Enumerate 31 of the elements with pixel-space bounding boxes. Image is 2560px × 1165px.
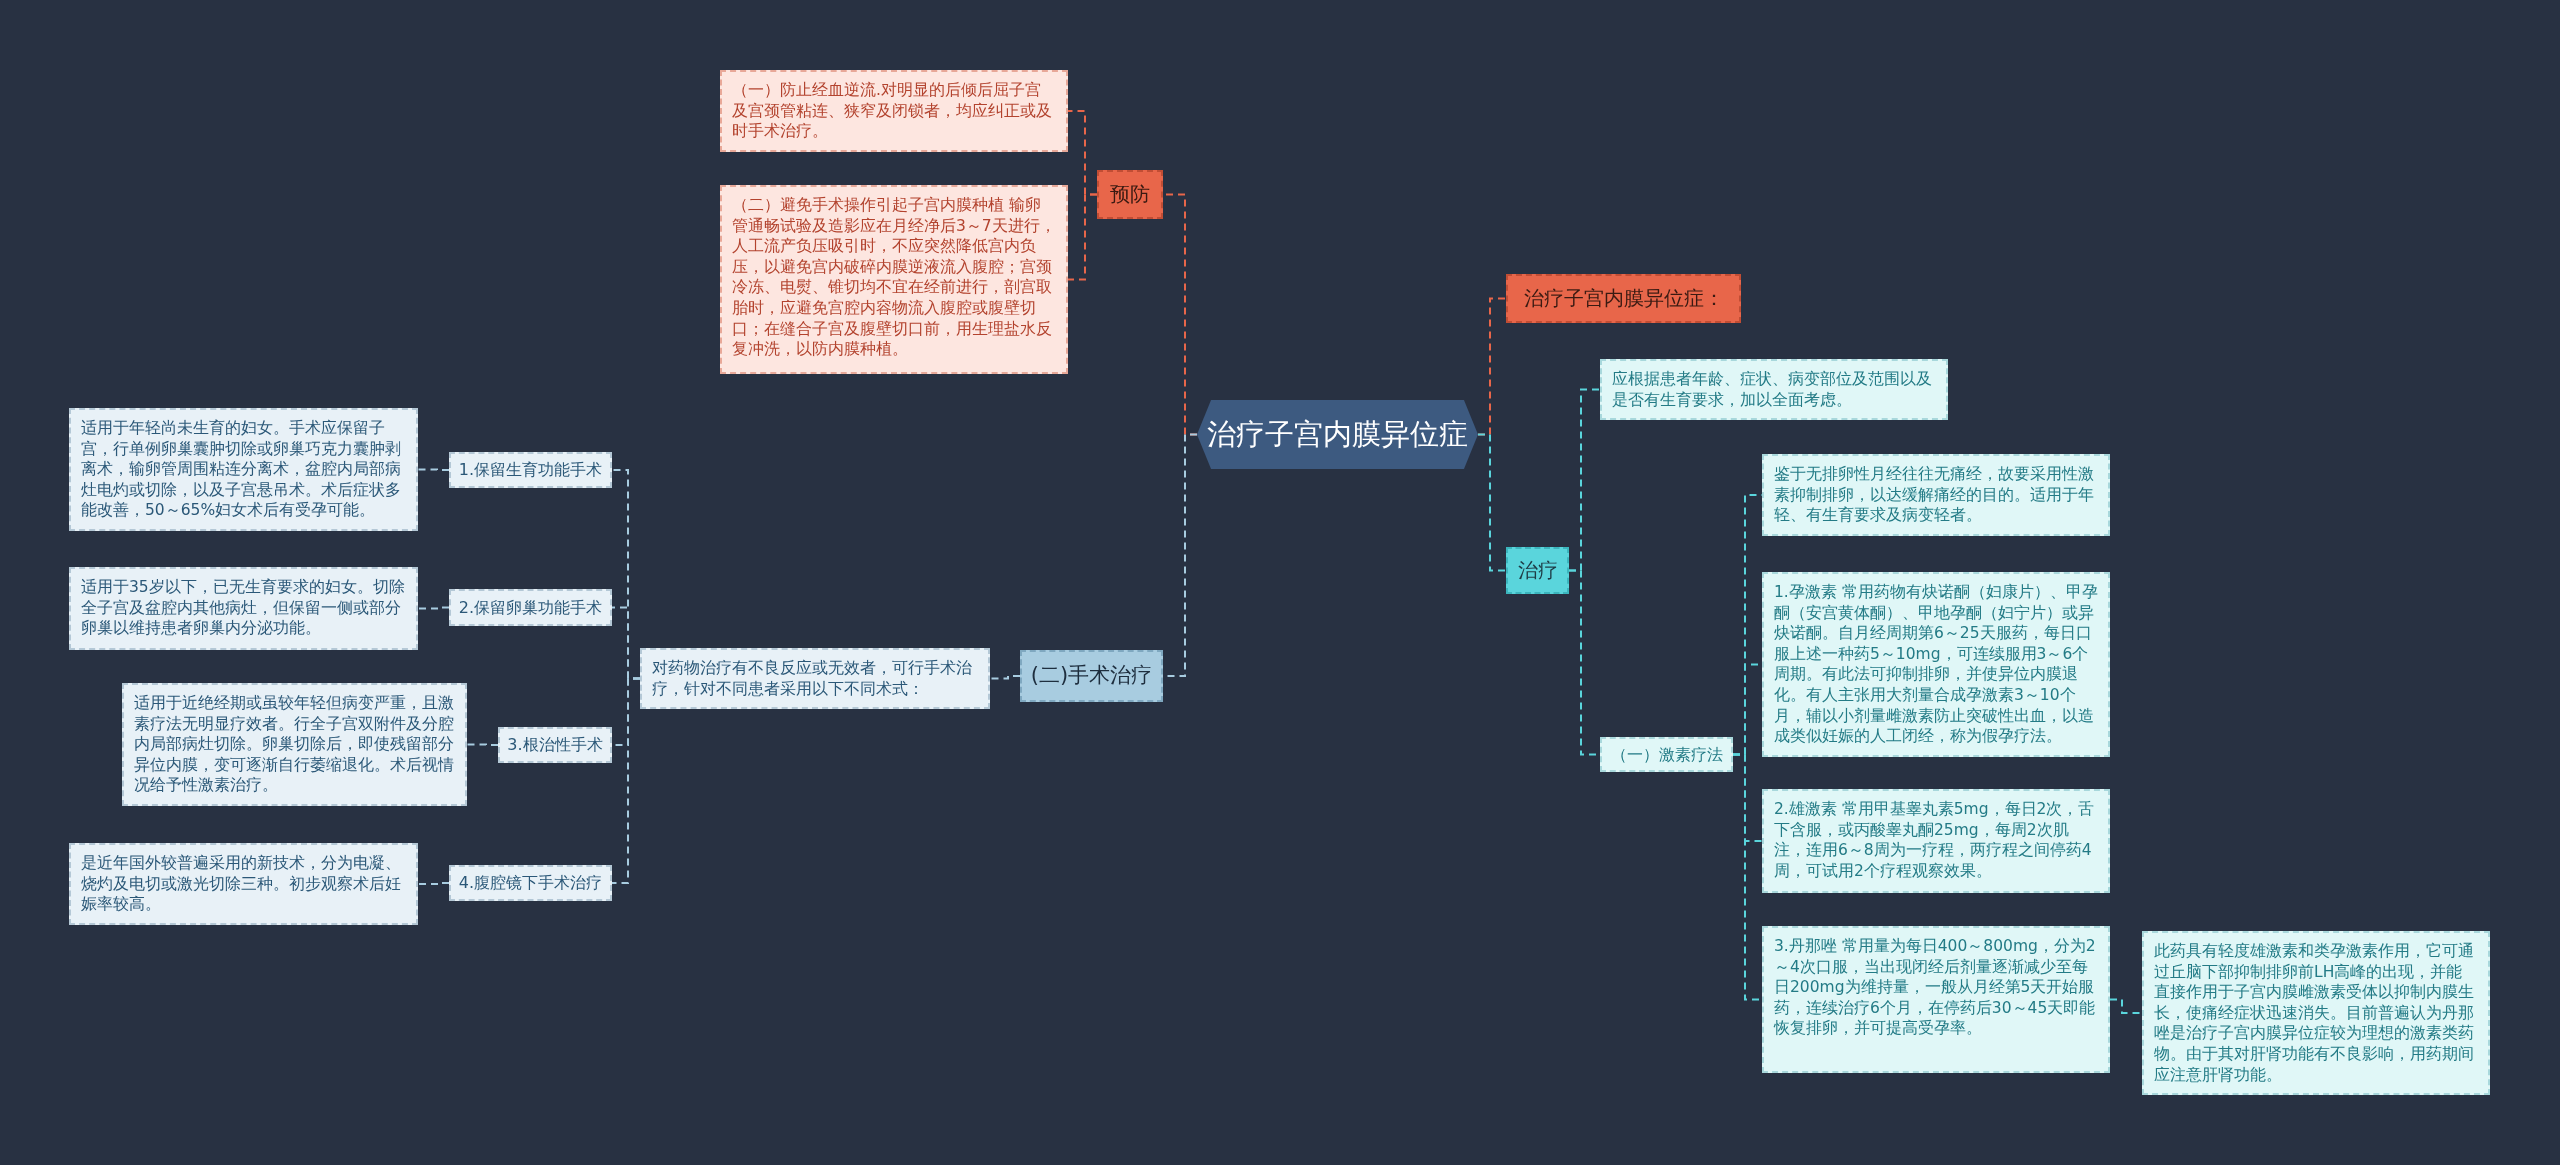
subtopic-box: 1.保留生育功能手术: [449, 452, 612, 488]
connector-line: [417, 882, 450, 885]
note-box: 1.孕激素 常用药物有炔诺酮（妇康片）、甲孕酮（安宫黄体酮）、甲地孕酮（妇宁片）或异炔诺酮。自月经周期第6～25天服药，每日口服上述一种药5～10mg，可连续服用3～6个周期。有此法可抑制排卵，并使异位内膜退化。有人主张用大剂量合成孕激素3～10个月，辅以小剂量雌激素防止突破性出血，以造成类似妊娠的人工闭经，称为假孕疗法。: [1762, 572, 2110, 757]
note-box: （一）防止经血逆流.对明显的后倾后屈子宫及宫颈管粘连、狭窄及闭锁者，均应纠正或及时手术治疗。: [720, 70, 1068, 152]
connector-line: [611, 677, 641, 884]
topic-box: 治疗: [1506, 547, 1569, 594]
connector-line: [417, 606, 450, 610]
connector-line: [417, 468, 450, 471]
subtopic-box: 4.腹腔镜下手术治疗: [449, 865, 612, 901]
note-box: 适用于35岁以下，已无生育要求的妇女。切除全子宫及盆腔内其他病灶，但保留一侧或部分卵巢以维持患者卵巢内分泌功能。: [69, 567, 418, 650]
topic-box: (二)手术治疗: [1020, 650, 1163, 702]
connector-line: [989, 675, 1021, 680]
note-box: 3.丹那唑 常用量为每日400～800mg，分为2～4次口服，当出现闭经后剂量逐渐减少至每日200mg为维持量，一般从月经第5天开始服药，连续治疗6个月，在停药后30～45天即能恢复排卵，并可提高受孕率。: [1762, 926, 2110, 1073]
note-box: 鉴于无排卵性月经往往无痛经，故要采用性激素抑制排卵，以达缓解痛经的目的。适用于年轻、有生育要求及病变轻者。: [1762, 454, 2110, 536]
connector-line: [466, 743, 499, 746]
note-box: 应根据患者年龄、症状、病变部位及范围以及是否有生育要求，加以全面考虑。: [1600, 359, 1948, 421]
connector-line: [1067, 193, 1098, 281]
note-box: 适用于年轻尚未生育的妇女。手术应保留子宫，行单例卵巢囊肿切除或卵巢巧克力囊肿剥离术，输卵管周围粘连分离术，盆腔内局部病灶电灼或切除，以及子宫悬吊术。术后症状多能改善，50～65%妇女术后有受孕可能。: [69, 408, 418, 532]
topic-box: 治疗子宫内膜异位症：: [1506, 274, 1741, 323]
subtopic-box: 3.根治性手术: [498, 727, 612, 763]
note-box: 适用于近绝经期或虽较年轻但病变严重，且激素疗法无明显疗效者。行全子宫双附件及分腔内局部病灶切除。卵巢切除后，即使残留部分异位内膜，变可逐渐自行萎缩退化。术后视情况给予性激素治疗。: [122, 683, 467, 807]
note-box: 对药物治疗有不良反应或无效者，可行手术治疗，针对不同患者采用以下不同术式：: [640, 648, 990, 710]
note-box: 2.雄激素 常用甲基睾丸素5mg，每日2次，舌下含服，或丙酸睾丸酮25mg，每周2次肌注，连用6～8周为一疗程，两疗程之间停药4周，可试用2个疗程观察效果。: [1762, 789, 2110, 893]
note-box: 此药具有轻度雄激素和类孕激素作用，它可通过丘脑下部抑制排卵前LH高峰的出现，并能直接作用于子宫内膜雌激素受体以抑制内膜生长，使痛经症状迅速消失。目前普遍认为丹那唑是治疗子宫内膜异位症较为理想的激素类药物。由于其对肝肾功能有不良影响，用药期间应注意肝肾功能。: [2142, 931, 2490, 1096]
subtopic-box: 2.保留卵巢功能手术: [449, 589, 612, 626]
connector-line: [2109, 998, 2143, 1014]
topic-box: 预防: [1097, 170, 1163, 219]
note-box: 是近年国外较普遍采用的新技术，分为电凝、烧灼及电切或激光切除三种。初步观察术后妊娠率较高。: [69, 843, 418, 925]
connector-line: [1477, 433, 1507, 572]
subtopic-box: （一）激素疗法: [1600, 737, 1733, 772]
note-box: （二）避免手术操作引起子宫内膜种植 输卵管通畅试验及造影应在月经净后3～7天进行，人工流产负压吸引时，不应突然降低宫内负压，以避免宫内破碎内膜逆液流入腹腔；宫颈冷冻、电熨、锥切均不宜在经前进行，剖宫取胎时，应避免宫腔内容物流入腹腔或腹壁切口；在缝合子宫及腹壁切口前，用生理盐水反复冲洗，以防内膜种植。: [720, 185, 1068, 374]
